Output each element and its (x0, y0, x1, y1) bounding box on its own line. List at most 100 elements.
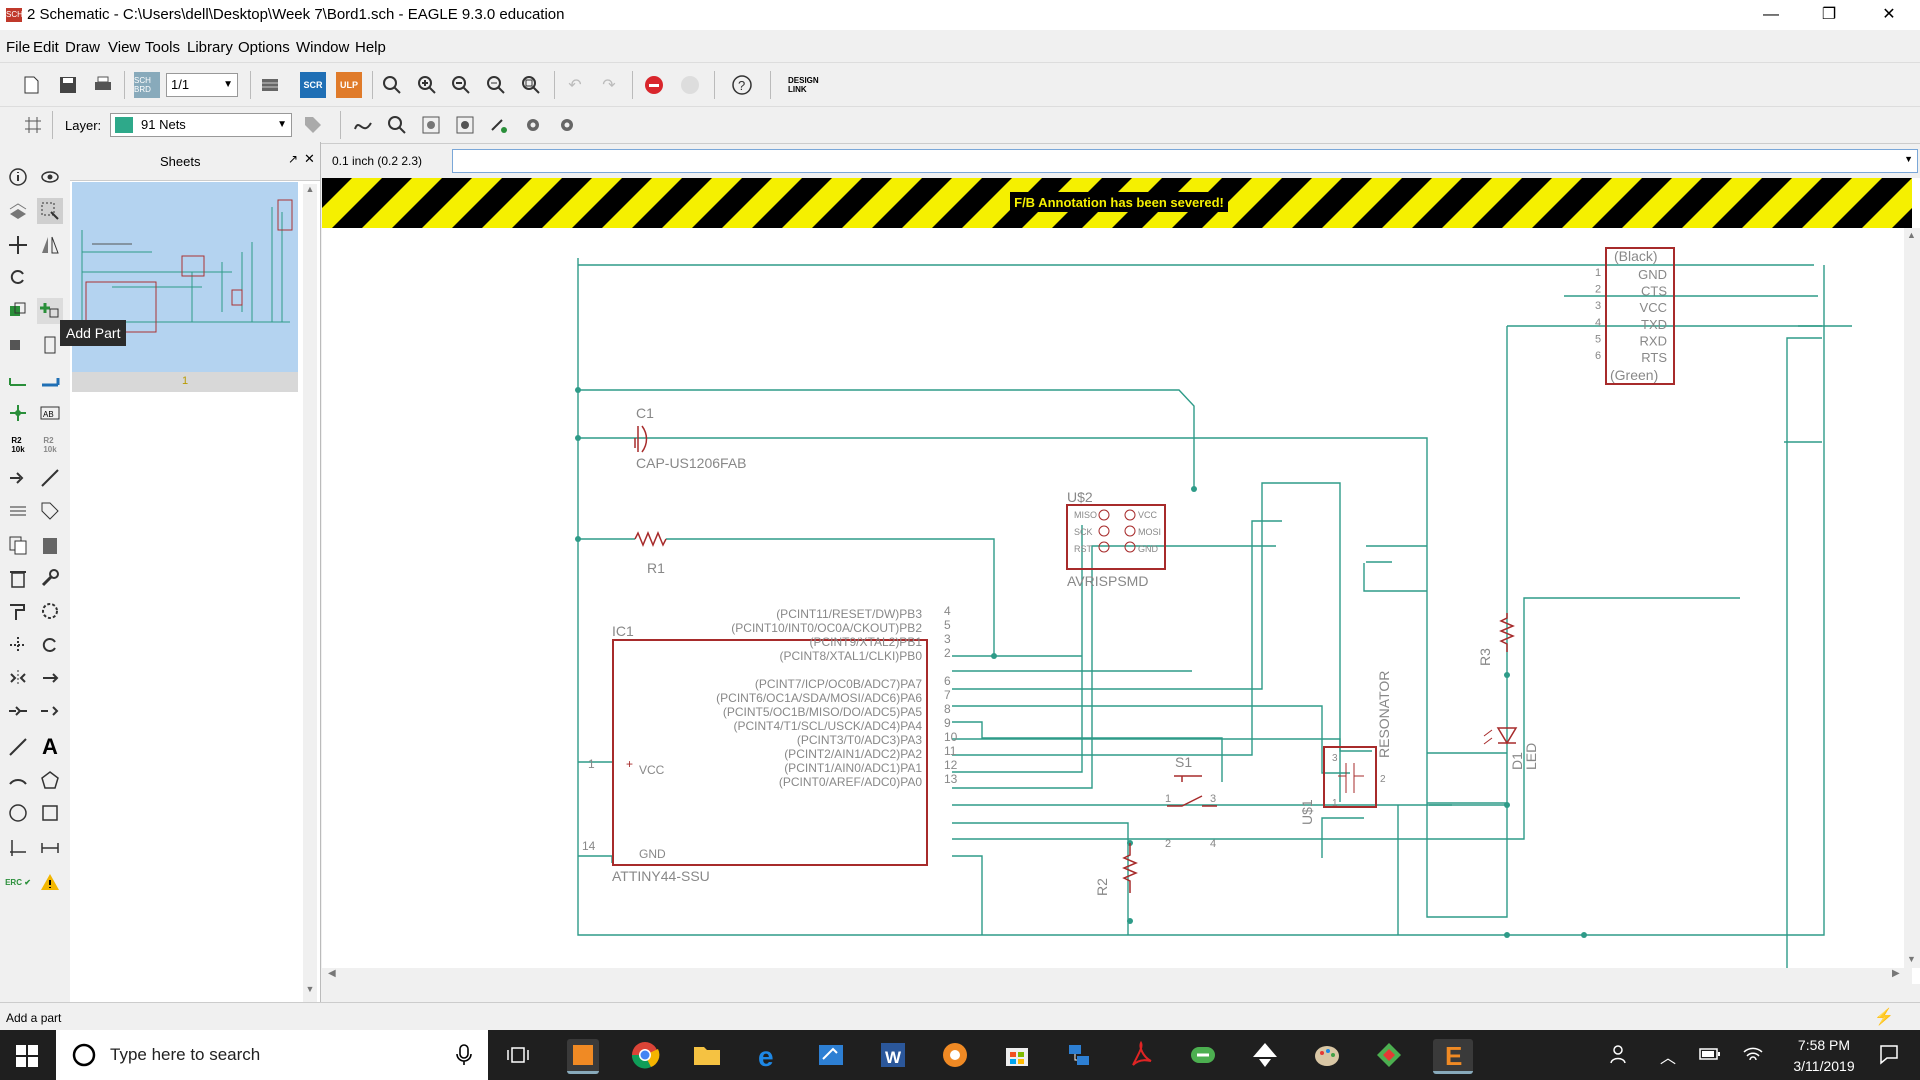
menu-file[interactable]: File (6, 39, 31, 56)
settings-gear-icon[interactable] (520, 112, 546, 138)
polygon-icon[interactable] (37, 767, 63, 793)
panel-close-icon[interactable]: ✕ (304, 151, 315, 166)
pinswap-icon[interactable] (37, 332, 63, 358)
colorful-app-icon[interactable] (1373, 1039, 1405, 1071)
measure-icon[interactable] (37, 835, 63, 861)
dimension-icon[interactable] (5, 835, 31, 861)
add-part-icon[interactable] (37, 298, 63, 324)
layer-select[interactable]: 91 Nets▼ (110, 113, 292, 137)
clock-date[interactable]: 3/11/2019 (1793, 1058, 1855, 1074)
menu-window[interactable]: Window (296, 39, 350, 56)
label-icon[interactable]: AB (37, 400, 63, 426)
undo-icon[interactable]: ↶ (568, 77, 582, 94)
move-icon[interactable] (5, 232, 31, 258)
warning-icon[interactable] (37, 869, 63, 895)
wrench-icon[interactable] (37, 565, 63, 591)
task-view-icon[interactable] (507, 1045, 529, 1065)
wire-style-icon[interactable] (350, 112, 376, 138)
zoom-in-icon[interactable] (414, 72, 440, 98)
windows-start-icon[interactable] (16, 1045, 38, 1070)
new-file-icon[interactable] (18, 72, 44, 98)
sheet-thumbnail[interactable] (72, 182, 298, 372)
group-icon[interactable] (37, 598, 63, 624)
stop-icon[interactable] (641, 72, 667, 98)
options-gear-icon[interactable] (554, 112, 580, 138)
save-icon[interactable] (55, 72, 81, 98)
app-blue-icon[interactable] (815, 1039, 847, 1071)
split-icon[interactable] (37, 465, 63, 491)
sheet-select[interactable]: 1/1▼ (166, 73, 238, 97)
net-icon[interactable] (5, 368, 31, 394)
cam-icon[interactable] (257, 72, 283, 98)
grid-icon[interactable] (20, 112, 46, 138)
invoke-icon[interactable] (5, 498, 31, 524)
zoom-select-icon[interactable] (518, 72, 544, 98)
info-icon[interactable] (5, 164, 31, 190)
erc-check-icon[interactable]: ERC ✔ (5, 877, 31, 887)
arrange-icon[interactable] (37, 698, 63, 724)
circle-icon[interactable] (5, 800, 31, 826)
people-icon[interactable] (1609, 1043, 1631, 1065)
command-history-dropdown-icon[interactable]: ▼ (1904, 154, 1913, 164)
canvas-horizontal-scrollbar[interactable]: ◀ ▶ (322, 968, 1912, 984)
menu-draw[interactable]: Draw (65, 39, 101, 56)
line-icon[interactable] (5, 734, 31, 760)
tag-icon[interactable] (300, 112, 326, 138)
schematic-drawing[interactable]: F/B Annotation has been severed! (322, 178, 1920, 984)
text-icon[interactable]: A (42, 734, 58, 759)
paint-icon[interactable] (1311, 1039, 1343, 1071)
wifi-icon[interactable] (1742, 1043, 1764, 1065)
eagle-app-icon[interactable]: E (1433, 1039, 1473, 1074)
script-button[interactable]: SCR (300, 72, 326, 98)
fusion-sync-icon[interactable]: ⚡ (1874, 1009, 1894, 1026)
minimize-button[interactable]: — (1763, 6, 1779, 23)
battery-icon[interactable] (1699, 1047, 1721, 1061)
group-copy-icon[interactable] (37, 665, 63, 691)
file-explorer-icon[interactable] (691, 1039, 723, 1071)
menu-help[interactable]: Help (355, 39, 386, 56)
junction-icon[interactable] (5, 400, 31, 426)
net-class-icon[interactable] (418, 112, 444, 138)
group-mirror-icon[interactable] (5, 665, 31, 691)
ulp-button[interactable]: ULP (336, 72, 362, 98)
store-icon[interactable] (1001, 1039, 1033, 1071)
schematic-canvas[interactable]: F/B Annotation has been severed! (322, 178, 1920, 984)
replace-icon[interactable] (5, 332, 31, 358)
attribute-icon[interactable] (37, 498, 63, 524)
redo-icon[interactable]: ↷ (602, 77, 616, 94)
close-button[interactable]: ✕ (1882, 6, 1896, 23)
snap-icon[interactable] (384, 112, 410, 138)
mirror-icon[interactable] (37, 232, 63, 258)
notifications-icon[interactable] (1878, 1043, 1900, 1065)
slice-icon[interactable] (5, 698, 31, 724)
canvas-vertical-scrollbar[interactable]: ▲ ▼ (1904, 228, 1920, 968)
copy-icon[interactable] (5, 532, 31, 558)
gateswap-icon[interactable] (5, 465, 31, 491)
edge-icon[interactable]: e (753, 1039, 785, 1072)
menu-options[interactable]: Options (238, 39, 290, 56)
command-input[interactable]: ▼ (452, 149, 1918, 173)
acrobat-icon[interactable] (1125, 1039, 1157, 1071)
paste-icon[interactable] (37, 532, 63, 558)
delete-icon[interactable] (5, 565, 31, 591)
design-link-button[interactable]: DESIGN LINK (788, 76, 819, 94)
menu-edit[interactable]: Edit (33, 39, 59, 56)
link-icon[interactable] (486, 112, 512, 138)
zoom-redraw-icon[interactable] (483, 72, 509, 98)
network-app-icon[interactable] (1063, 1039, 1095, 1071)
sheets-scrollbar[interactable]: ▲ ▼ (303, 184, 317, 1002)
clock-time[interactable]: 7:58 PM (1797, 1037, 1851, 1053)
show-hidden-icons-icon[interactable]: ︿ (1660, 1050, 1677, 1067)
arc-icon[interactable] (5, 767, 31, 793)
inkscape-icon[interactable] (1249, 1039, 1281, 1071)
mark-select-icon[interactable] (37, 198, 63, 224)
group-move-icon[interactable] (5, 632, 31, 658)
sch-brd-switch-icon[interactable]: SCH BRD (134, 72, 160, 98)
help-icon[interactable]: ? (729, 72, 755, 98)
menu-tools[interactable]: Tools (145, 39, 181, 56)
rotate-icon[interactable] (5, 264, 31, 290)
zoom-out-icon[interactable] (448, 72, 474, 98)
orange-gear-app-icon[interactable] (939, 1039, 971, 1071)
